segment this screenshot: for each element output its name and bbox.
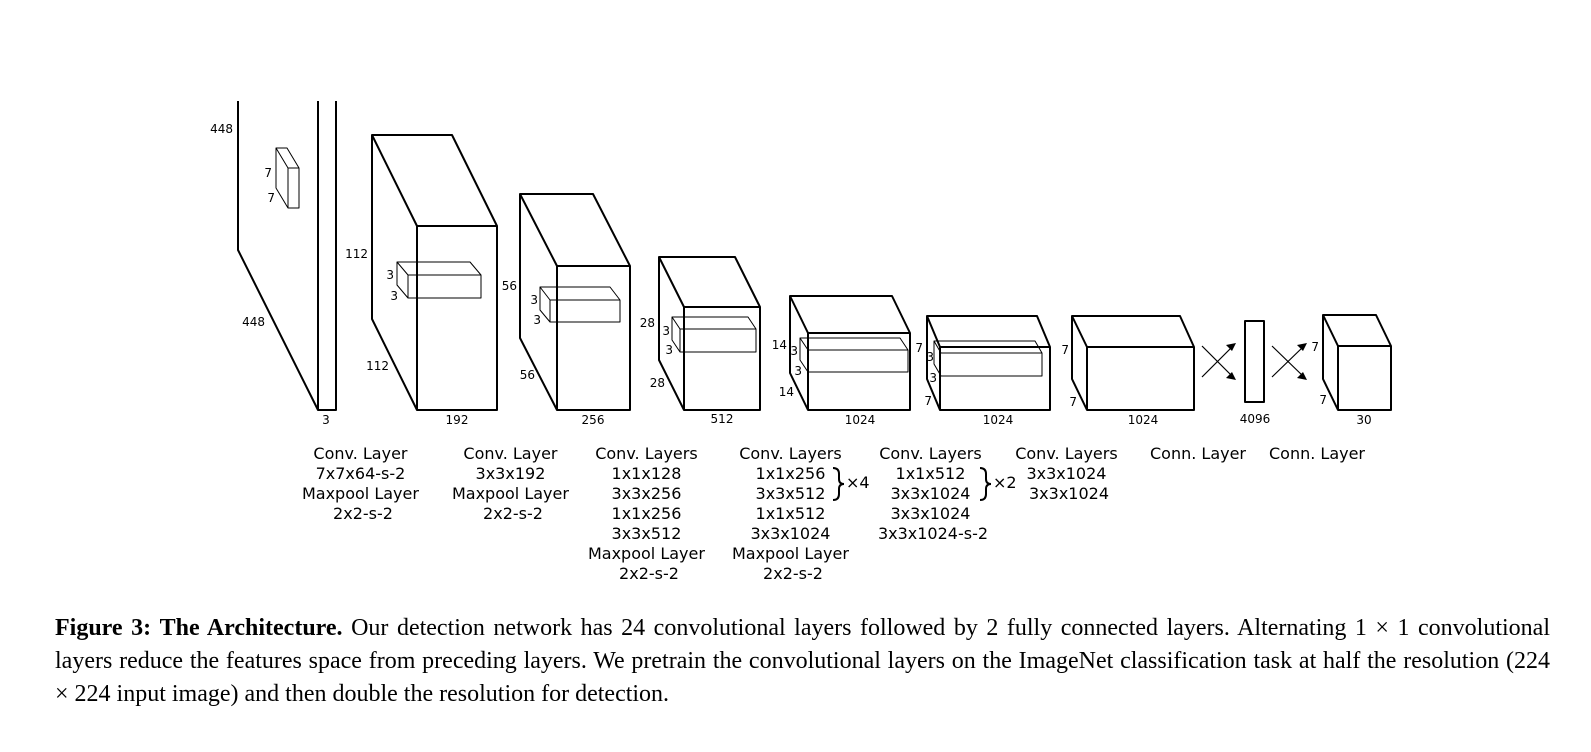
layer-group-3: Conv. Layers 1x1x128 3x3x256 1x1x256 3x3…: [588, 444, 710, 583]
input-image-slab: [237, 101, 337, 411]
output-width-label: 7: [1319, 393, 1327, 407]
block2-height-label: 56: [502, 279, 517, 293]
feature-volume-4: [789, 295, 911, 411]
input-kernel-h-label: 7: [264, 166, 272, 180]
block2-kernel-w-label: 3: [533, 313, 541, 327]
feature-volume-5: [926, 315, 1051, 411]
layer-group-8: Conn. Layer: [1269, 444, 1365, 463]
block4-depth-label: 1024: [845, 413, 876, 427]
block3-depth-label: 512: [711, 412, 734, 426]
block4-width-label: 14: [779, 385, 794, 399]
block2-depth-label: 256: [582, 413, 605, 427]
block5-depth-label: 1024: [983, 413, 1014, 427]
output-volume: [1322, 314, 1392, 411]
block3-kernel-h-label: 3: [662, 324, 670, 338]
block6-height-label: 7: [1061, 343, 1069, 357]
kernel-box-2: [539, 286, 621, 323]
block5-width-label: 7: [924, 394, 932, 408]
figure-label: Figure 3:: [55, 615, 152, 641]
input-kernel-w-label: 7: [267, 191, 275, 205]
figure-title: The Architecture.: [159, 615, 343, 641]
layer-group-4: Conv. Layers 1x1x256 3x3x512 1x1x512 3x3…: [732, 444, 854, 583]
block5-height-label: 7: [915, 341, 923, 355]
connection-arrows: [1201, 345, 1305, 378]
feature-volume-6: [1071, 315, 1195, 411]
block2-width-label: 56: [520, 368, 535, 382]
layer-group-7: Conn. Layer: [1150, 444, 1246, 463]
layer-group-2: Conv. Layer 3x3x192 Maxpool Layer 2x2-s-…: [452, 444, 574, 523]
block3-width-label: 28: [650, 376, 665, 390]
block3-kernel-w-label: 3: [665, 343, 673, 357]
kernel-box-1: [396, 261, 482, 299]
kernel-box-5: [933, 340, 1043, 377]
block1-height-label: 112: [345, 247, 368, 261]
block4-kernel-w-label: 3: [794, 364, 802, 378]
fc-depth-label: 4096: [1240, 412, 1271, 426]
block4-kernel-h-label: 3: [790, 344, 798, 358]
feature-volume-2: [519, 193, 631, 411]
fc-layer-bar: [1244, 320, 1265, 403]
input-kernel-box: [275, 147, 300, 209]
layer-group-6: Conv. Layers 3x3x1024 3x3x1024: [1015, 444, 1123, 503]
kernel-box-4: [799, 337, 909, 373]
block2-kernel-h-label: 3: [530, 293, 538, 307]
block6-depth-label: 1024: [1128, 413, 1159, 427]
arrow-heads: [1226, 343, 1307, 380]
layer-captions: Conv. Layer 7x7x64-s-2 Maxpool Layer 2x2…: [302, 444, 1365, 583]
dimension-labels: 448 448 3 7 7 112 112 192 3 3 56 56 256 …: [210, 122, 1372, 427]
block1-kernel-h-label: 3: [386, 268, 394, 282]
input-depth-label: 3: [322, 413, 330, 427]
block3-height-label: 28: [640, 316, 655, 330]
figure-caption-text: Our detection network has 24 convolution…: [55, 615, 1551, 707]
input-width-label: 448: [242, 315, 265, 329]
repeat-x4-label: ×4: [846, 473, 870, 492]
block6-width-label: 7: [1069, 395, 1077, 409]
block5-kernel-h-label: 3: [926, 350, 934, 364]
output-depth-label: 30: [1356, 413, 1371, 427]
repeat-brace-x4: ×4: [832, 467, 870, 501]
layer-group-5: Conv. Layers 1x1x512 3x3x1024 3x3x1024 3…: [878, 444, 988, 543]
block4-height-label: 14: [772, 338, 787, 352]
architecture-diagram: 448 448 3 7 7 112 112 192 3 3 56 56 256 …: [210, 101, 1392, 583]
output-height-label: 7: [1311, 340, 1319, 354]
layer-group-1: Conv. Layer 7x7x64-s-2 Maxpool Layer 2x2…: [302, 444, 424, 523]
block5-kernel-w-label: 3: [929, 371, 937, 385]
figure-caption: Figure 3: The Architecture. Our detectio…: [55, 612, 1550, 711]
block1-width-label: 112: [366, 359, 389, 373]
repeat-x2-label: ×2: [993, 473, 1017, 492]
repeat-brace-x2: ×2: [979, 467, 1017, 501]
block1-depth-label: 192: [446, 413, 469, 427]
feature-volume-1: [371, 134, 498, 411]
feature-volume-3: [658, 256, 761, 411]
block1-kernel-w-label: 3: [390, 289, 398, 303]
input-height-label: 448: [210, 122, 233, 136]
kernel-box-3: [671, 316, 757, 353]
